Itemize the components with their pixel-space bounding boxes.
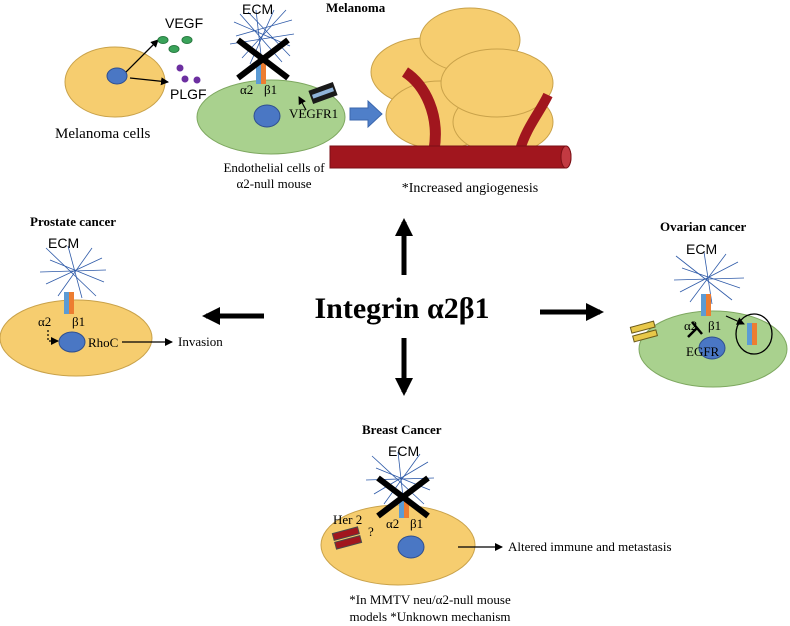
rhoc-label: RhoC: [88, 335, 118, 350]
egfr-label: EGFR: [686, 344, 720, 359]
question-mark: ?: [368, 524, 374, 539]
prostate-ecm-label: ECM: [48, 235, 79, 251]
plgf-dot: [181, 75, 189, 83]
her2-receptor-icon: [331, 526, 363, 550]
endothelial-label-line2: α2-null mouse: [236, 176, 311, 191]
endosome-circle: [735, 313, 773, 355]
melanoma-beta-label: β1: [264, 82, 277, 97]
prostate-alpha-label: α2: [38, 314, 51, 329]
breast-ecm-label: ECM: [388, 443, 419, 459]
metastasis-label: Altered immune and metastasis: [508, 539, 672, 554]
plgf-label: PLGF: [170, 86, 207, 102]
angiogenesis-label: *Increased angiogenesis: [402, 181, 538, 196]
vegfr1-label: VEGFR1: [289, 106, 338, 121]
ecm-lines: [39, 245, 107, 299]
ovarian-title: Ovarian cancer: [660, 219, 747, 234]
arrow-to-vegf: [125, 39, 159, 73]
vegf-label: VEGF: [165, 15, 203, 31]
melanoma-alpha-label: α2: [240, 82, 253, 97]
angiogenesis-arrow: [349, 99, 383, 129]
melanoma-cells-label: Melanoma cells: [55, 126, 151, 142]
blood-vessel-end: [560, 145, 572, 169]
vessel-branch: [515, 92, 553, 152]
endothelial-label-line1: Endothelial cells of: [223, 160, 325, 175]
breast-nucleus: [397, 535, 425, 559]
beta1-subunit: [261, 62, 266, 84]
breast-alpha-label: α2: [386, 516, 399, 531]
ovarian-nucleus: [698, 336, 726, 360]
plgf-dot: [193, 76, 201, 84]
alpha2-subunit: [64, 292, 69, 314]
breast-note-line1: *In MMTV neu/α2-null mouse: [349, 592, 511, 607]
alpha2-subunit: [256, 62, 261, 84]
melanoma-title: Melanoma: [326, 0, 386, 15]
vessel-branch: [401, 67, 441, 151]
arrow-to-plgf: [129, 77, 169, 86]
endothelial-nucleus: [253, 104, 281, 128]
breast-title: Breast Cancer: [362, 422, 442, 437]
breast-note-line2: models *Unknown mechanism: [349, 609, 510, 624]
alpha2-subunit: [399, 498, 404, 518]
ovarian-beta-label: β1: [708, 318, 721, 333]
internalization-arrow: [725, 315, 745, 325]
beta1-subunit: [404, 498, 409, 518]
vegf-dot: [168, 45, 180, 53]
melanoma-nucleus: [106, 67, 128, 85]
vegfr-arrow: [298, 96, 307, 111]
breast-beta-label: β1: [410, 516, 423, 531]
invasion-label: Invasion: [178, 334, 223, 349]
alpha2-subunit: [701, 294, 706, 316]
alpha2-subunit: [747, 323, 752, 345]
beta1-subunit: [69, 292, 74, 314]
prostate-beta-label: β1: [72, 314, 85, 329]
block-x-icon: [236, 37, 290, 81]
beta1-subunit: [752, 323, 757, 345]
inhibition-icon: [687, 321, 703, 338]
vegf-dot: [181, 36, 193, 44]
egfr-receptor-icon: [629, 320, 659, 343]
plgf-dot: [176, 64, 184, 72]
tumor-cell-front: [440, 48, 554, 118]
prostate-title: Prostate cancer: [30, 214, 116, 229]
block-x-icon: [376, 475, 430, 519]
prostate-nucleus: [58, 331, 86, 353]
center-title: Integrin α2β1: [314, 292, 489, 325]
melanoma-ecm-label: ECM: [242, 1, 273, 17]
vegf-dot: [157, 36, 169, 44]
dashed-signal-arrow: [47, 330, 59, 345]
her2-label: Her 2: [333, 512, 362, 527]
ovarian-ecm-label: ECM: [686, 241, 717, 257]
blood-vessel: [329, 145, 572, 169]
vegfr1-receptor-icon: [308, 81, 338, 105]
beta1-subunit: [706, 294, 711, 316]
